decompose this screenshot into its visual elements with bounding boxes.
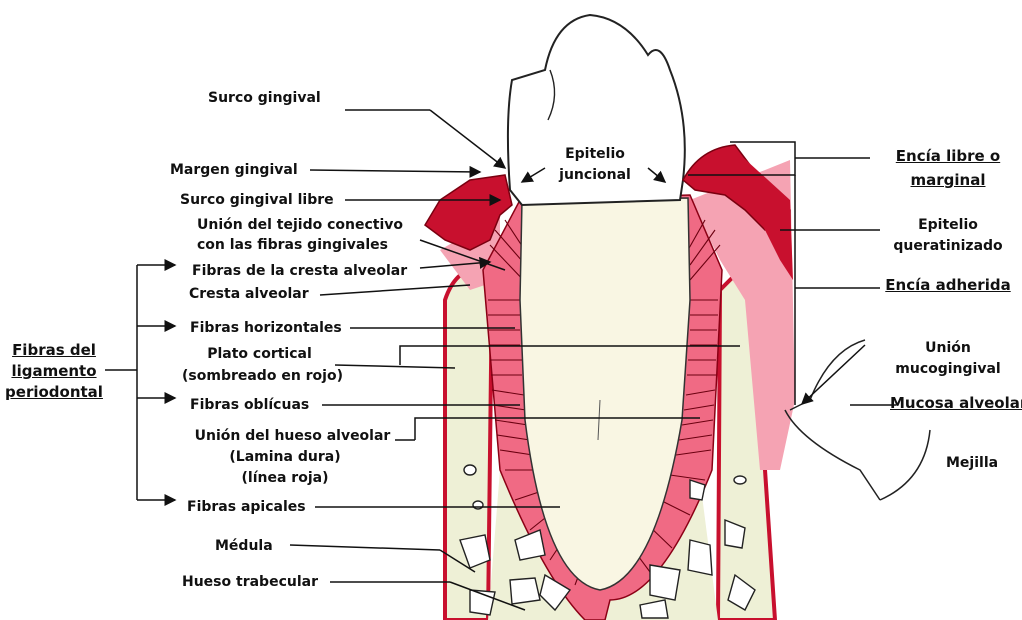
cheek-curve xyxy=(880,430,930,500)
label-union-tejido-2: con las fibras gingivales xyxy=(197,235,388,255)
label-medula: Médula xyxy=(215,536,273,556)
label-hueso-trabecular: Hueso trabecular xyxy=(182,572,318,592)
label-union-mucogingival-1: Unión xyxy=(880,338,1016,358)
leader-medula xyxy=(290,545,440,550)
label-plato-cortical-1: Plato cortical xyxy=(182,344,337,364)
label-cresta-alveolar: Cresta alveolar xyxy=(189,284,309,304)
label-union-hueso-3: (línea roja) xyxy=(190,468,380,488)
leader-surco-gingival-2 xyxy=(430,110,505,168)
label-mucosa-alveolar: Mucosa alveolar xyxy=(890,393,1020,413)
label-surco-gingival: Surco gingival xyxy=(208,88,321,108)
label-union-hueso-1: Unión del hueso alveolar xyxy=(190,426,395,446)
label-ligamento-1: Fibras del xyxy=(2,340,106,360)
cheek-outline xyxy=(785,340,880,500)
label-encia-libre-1: Encía libre o xyxy=(880,146,1016,166)
label-union-mucogingival-2: mucogingival xyxy=(880,359,1016,379)
label-epitelio-1: Epitelio xyxy=(550,144,640,164)
leader-margen-gingival xyxy=(310,170,480,172)
label-epitelio-queratinizado-1: Epitelio xyxy=(880,215,1016,235)
label-encia-libre-2: marginal xyxy=(880,170,1016,190)
label-ligamento-3: periodontal xyxy=(2,382,106,402)
label-fibras-cresta: Fibras de la cresta alveolar xyxy=(192,261,407,281)
label-surco-gingival-libre: Surco gingival libre xyxy=(180,190,334,210)
label-plato-cortical-2: (sombreado en rojo) xyxy=(182,366,337,386)
label-union-tejido-1: Unión del tejido conectivo xyxy=(197,215,403,235)
label-ligamento-2: ligamento xyxy=(2,361,106,381)
leader-union-mucogingival xyxy=(802,345,865,404)
label-epitelio-queratinizado-2: queratinizado xyxy=(880,236,1016,256)
leader-plato-cortical-2 xyxy=(335,365,455,368)
label-fibras-obliquas: Fibras oblícuas xyxy=(190,395,309,415)
label-epitelio-2: juncional xyxy=(550,165,640,185)
label-mejilla: Mejilla xyxy=(946,453,998,473)
label-encia-adherida: Encía adherida xyxy=(880,275,1016,295)
label-fibras-horizontales: Fibras horizontales xyxy=(190,318,342,338)
label-fibras-apicales: Fibras apicales xyxy=(187,497,306,517)
label-margen-gingival: Margen gingival xyxy=(170,160,298,180)
label-union-hueso-2: (Lamina dura) xyxy=(190,447,380,467)
